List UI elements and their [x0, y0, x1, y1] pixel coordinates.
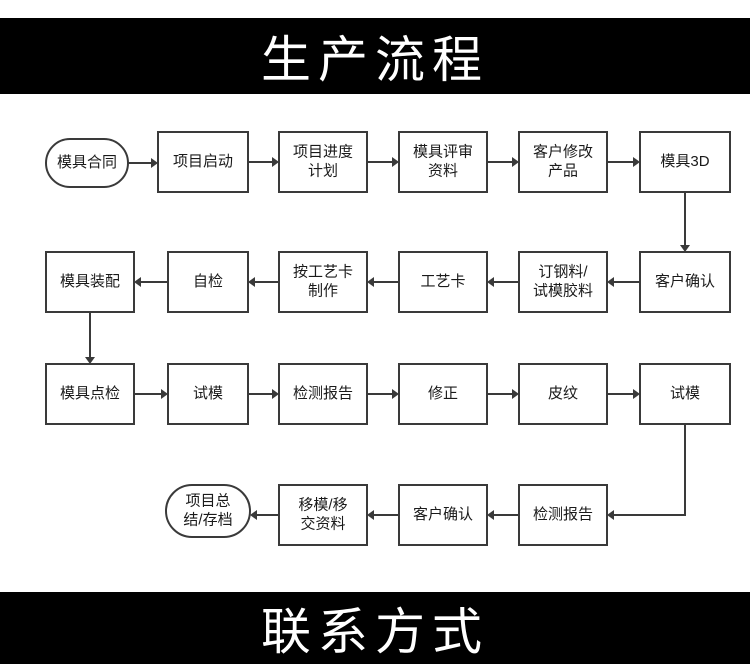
flow-edge: [134, 389, 168, 399]
flow-edge: [248, 157, 279, 167]
flow-edge: [487, 277, 519, 287]
node-label: 试模: [670, 385, 700, 402]
node-process-shape[interactable]: [518, 484, 608, 546]
node-label: 工艺卡: [420, 273, 465, 290]
flow-node-n13[interactable]: 模具点检: [45, 363, 135, 425]
node-process-shape[interactable]: [398, 131, 488, 193]
flow-node-n9[interactable]: 工艺卡: [398, 251, 488, 313]
edges-layer: [85, 157, 690, 520]
node-process-shape[interactable]: [398, 251, 488, 313]
flow-node-n5[interactable]: 客户修改产品: [518, 131, 608, 193]
flow-edge: [85, 312, 95, 364]
node-label: 项目进度计划: [293, 143, 353, 179]
flow-node-n16[interactable]: 修正: [398, 363, 488, 425]
node-label: 客户确认: [655, 273, 715, 290]
node-process-shape[interactable]: [518, 251, 608, 313]
node-label: 按工艺卡制作: [293, 263, 353, 299]
flow-edge: [607, 389, 640, 399]
node-label: 自检: [193, 273, 223, 290]
flow-edge: [248, 277, 279, 287]
node-process-shape[interactable]: [278, 363, 368, 425]
node-label: 试模: [193, 385, 223, 402]
node-terminator-shape[interactable]: [165, 484, 251, 538]
flow-edge: [487, 157, 519, 167]
node-label: 项目总结/存档: [183, 492, 232, 528]
node-process-shape[interactable]: [398, 484, 488, 546]
node-process-shape[interactable]: [45, 363, 135, 425]
flow-node-n3[interactable]: 项目进度计划: [278, 131, 368, 193]
flow-edge: [248, 389, 279, 399]
node-process-shape[interactable]: [639, 363, 731, 425]
node-process-shape[interactable]: [45, 251, 135, 313]
flow-edge: [367, 510, 399, 520]
node-label: 皮纹: [548, 385, 578, 402]
node-label: 模具合同: [57, 154, 117, 171]
flow-node-n20[interactable]: 客户确认: [398, 484, 488, 546]
footer-banner-title: 联系方式: [0, 592, 750, 664]
flow-edge: [487, 389, 519, 399]
node-label: 移模/移交资料: [298, 496, 347, 532]
flow-node-n11[interactable]: 自检: [167, 251, 249, 313]
node-label: 项目启动: [173, 153, 233, 170]
node-label: 模具3D: [660, 153, 709, 170]
flow-node-n21[interactable]: 移模/移交资料: [278, 484, 368, 546]
node-label: 模具评审资料: [413, 143, 473, 179]
node-label: 客户确认: [413, 506, 473, 523]
header-banner-title: 生产流程: [0, 18, 750, 94]
flowchart-svg: 模具合同 项目启动 项目进度计划 模具评审资料 客户修改产品 模具3D 客户确认 订钢料/试模…: [45, 131, 731, 546]
flow-edge: [487, 510, 519, 520]
node-process-shape[interactable]: [167, 251, 249, 313]
node-process-shape[interactable]: [278, 131, 368, 193]
node-process-shape[interactable]: [398, 363, 488, 425]
flow-edge: [680, 192, 690, 252]
flow-edge: [607, 157, 640, 167]
node-label: 检测报告: [293, 385, 353, 402]
flow-edge: [250, 510, 279, 520]
flow-edge: [134, 277, 168, 287]
nodes-layer: 模具合同 项目启动 项目进度计划 模具评审资料 客户修改产品 模具3D 客户确认 订钢料/试模…: [45, 131, 731, 546]
flow-node-n15[interactable]: 检测报告: [278, 363, 368, 425]
flow-edge: [367, 157, 399, 167]
node-process-shape[interactable]: [518, 363, 608, 425]
flow-node-n14[interactable]: 试模: [167, 363, 249, 425]
flow-edge: [367, 277, 399, 287]
flow-node-n8[interactable]: 订钢料/试模胶料: [518, 251, 608, 313]
flow-edge: [607, 277, 640, 287]
flow-node-n2[interactable]: 项目启动: [157, 131, 249, 193]
node-label: 模具装配: [60, 273, 120, 290]
node-label: 客户修改产品: [533, 143, 593, 179]
node-process-shape[interactable]: [278, 484, 368, 546]
flow-edge: [607, 424, 686, 520]
node-process-shape[interactable]: [278, 251, 368, 313]
node-process-shape[interactable]: [639, 131, 731, 193]
node-process-shape[interactable]: [167, 363, 249, 425]
flow-edge: [128, 158, 158, 168]
flow-node-n1[interactable]: 模具合同: [45, 138, 129, 188]
node-label: 检测报告: [533, 506, 593, 523]
flow-node-n18[interactable]: 试模: [639, 363, 731, 425]
flow-node-n6[interactable]: 模具3D: [639, 131, 731, 193]
node-process-shape[interactable]: [157, 131, 249, 193]
node-label: 订钢料/试模胶料: [533, 263, 593, 299]
node-label: 模具点检: [60, 385, 120, 402]
flow-node-n4[interactable]: 模具评审资料: [398, 131, 488, 193]
flow-node-n19[interactable]: 检测报告: [518, 484, 608, 546]
flow-node-n7[interactable]: 客户确认: [639, 251, 731, 313]
flow-node-n12[interactable]: 模具装配: [45, 251, 135, 313]
flow-node-n10[interactable]: 按工艺卡制作: [278, 251, 368, 313]
node-label: 修正: [428, 385, 458, 402]
flow-node-n17[interactable]: 皮纹: [518, 363, 608, 425]
node-process-shape[interactable]: [518, 131, 608, 193]
flowchart-canvas: 模具合同 项目启动 项目进度计划 模具评审资料 客户修改产品 模具3D 客户确认 订钢料/试模…: [0, 100, 750, 580]
flow-node-n22[interactable]: 项目总结/存档: [165, 484, 251, 538]
node-process-shape[interactable]: [639, 251, 731, 313]
flow-edge: [367, 389, 399, 399]
node-terminator-shape[interactable]: [45, 138, 129, 188]
